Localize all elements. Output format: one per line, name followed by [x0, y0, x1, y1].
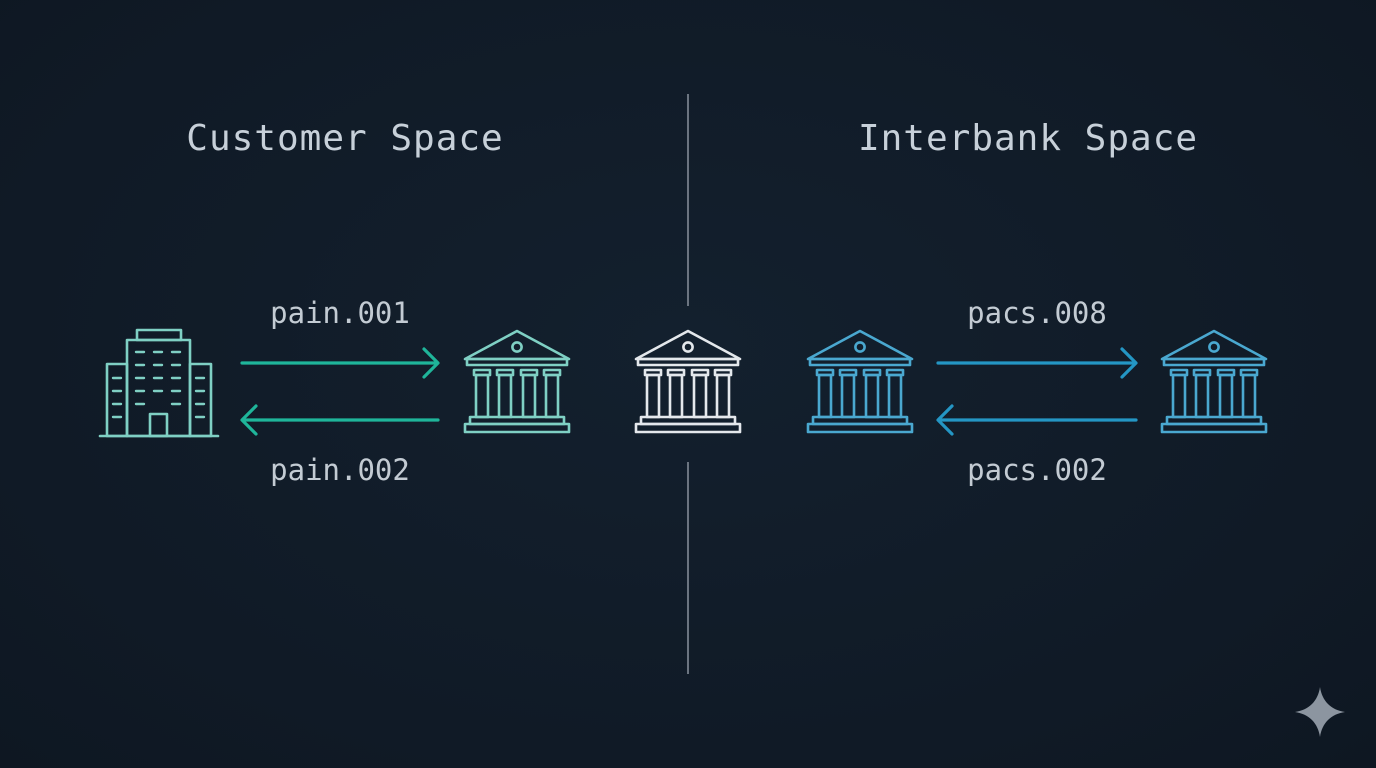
customer-space-title: Customer Space: [186, 118, 504, 159]
pacs-008-arrow: [936, 347, 1138, 379]
pacs-002-label: pacs.002: [967, 453, 1107, 487]
pain-002-label: pain.002: [270, 453, 410, 487]
sender-bank-icon: [806, 329, 914, 434]
customer-building-icon: [98, 328, 220, 438]
pain-002-arrow: [240, 404, 440, 436]
sparkle-star-icon: [1295, 687, 1345, 737]
pain-001-label: pain.001: [270, 296, 410, 330]
divider-top: [687, 94, 689, 306]
center-bank-icon: [634, 329, 742, 434]
interbank-space-title: Interbank Space: [857, 118, 1199, 159]
customer-bank-icon: [463, 329, 571, 434]
pacs-002-arrow: [936, 404, 1138, 436]
pacs-008-label: pacs.008: [967, 296, 1107, 330]
receiver-bank-icon: [1160, 329, 1268, 434]
divider-bottom: [687, 462, 689, 674]
pain-001-arrow: [240, 347, 440, 379]
